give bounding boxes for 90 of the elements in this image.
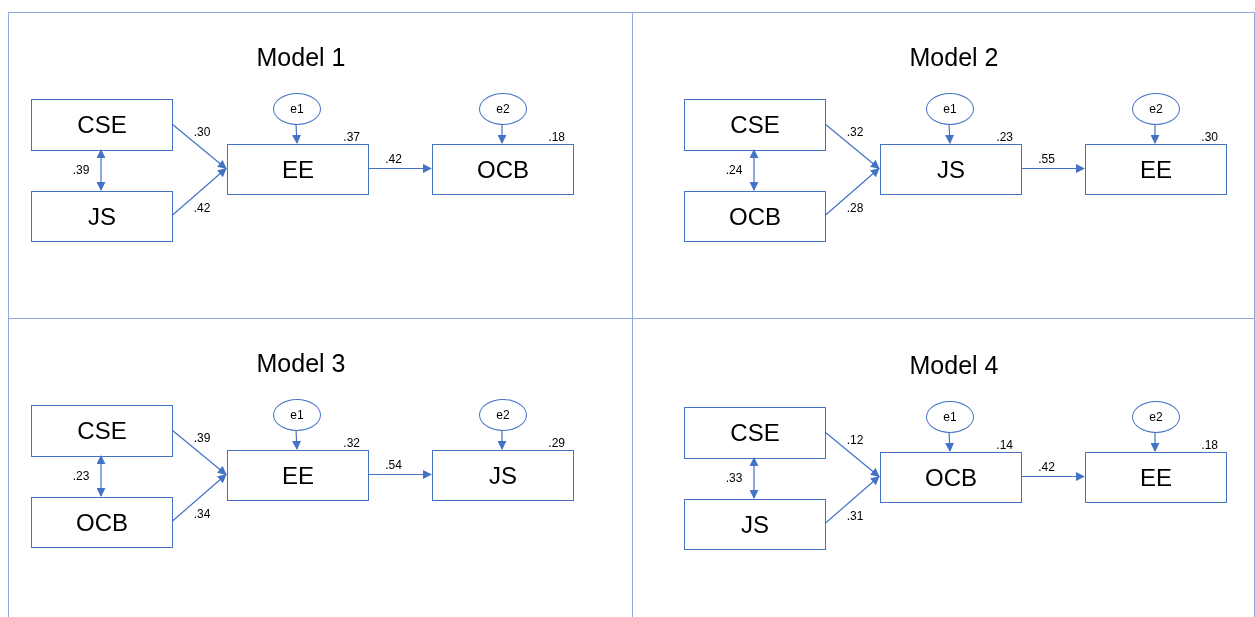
arrow [497,123,507,144]
arrow [1150,123,1160,144]
error-term-ellipse [1132,401,1180,433]
model-title: Model 4 [909,351,999,380]
arrow [824,431,880,478]
variable-box [31,99,173,151]
model-title: Model 3 [256,349,346,378]
variable-box [684,499,826,550]
edge-label: .23 [71,469,91,483]
error-term-ellipse [926,93,974,125]
arrow [292,123,302,144]
variable-box [31,191,173,242]
edge-label: .42 [192,201,212,215]
error-term-ellipse [273,399,321,431]
arrow [945,123,955,144]
variable-box [684,407,826,459]
variable-name: JS [741,510,769,539]
double-headed-arrow [96,149,106,191]
r-squared-value: .29 [548,436,565,450]
variable-box [684,191,826,242]
arrow [292,429,302,450]
variable-name: CSE [730,419,780,447]
model-panel [632,12,1255,319]
variable-name: CSE [730,111,780,139]
r-squared-value: .37 [343,130,360,144]
edge-label: .34 [192,507,212,521]
variable-name: CSE [77,111,127,139]
variable-name: OCB [925,463,977,492]
error-term-label: e2 [496,102,510,116]
variable-box [31,497,173,548]
double-headed-arrow [749,149,759,191]
error-term-ellipse [1132,93,1180,125]
arrow [367,164,432,173]
arrow [824,167,880,217]
error-term-label: e1 [290,408,304,422]
variable-name: EE [1140,155,1172,184]
arrow [367,470,432,479]
edge-label: .55 [1037,151,1056,166]
error-term-label: e1 [290,102,304,116]
model-title: Model 1 [256,43,346,72]
variable-name: EE [282,155,314,184]
double-headed-arrow [96,455,106,497]
arrow [171,429,227,476]
error-term-ellipse [479,93,527,125]
arrow [945,431,955,452]
variable-box [31,405,173,457]
variable-name: EE [1140,463,1172,492]
r-squared-value: .18 [1201,438,1218,452]
arrow [1020,472,1085,481]
variable-box [684,99,826,151]
edge-label: .54 [384,457,403,472]
arrow [824,123,880,170]
edge-label: .31 [845,509,865,523]
arrow [171,167,227,217]
arrow [1020,164,1085,173]
variable-name: OCB [477,155,529,184]
variable-name: JS [937,155,965,184]
r-squared-value: .14 [996,438,1013,452]
arrow [1150,431,1160,452]
error-term-label: e2 [1149,102,1163,116]
error-term-label: e2 [496,408,510,422]
edge-label: .24 [724,163,744,177]
double-headed-arrow [749,457,759,499]
error-term-ellipse [479,399,527,431]
r-squared-value: .23 [996,130,1013,144]
variable-name: OCB [76,508,128,537]
variable-name: JS [88,202,116,231]
arrow [171,123,227,170]
edge-label: .28 [845,201,865,215]
arrow [171,473,227,523]
error-term-ellipse [926,401,974,433]
edge-label: .33 [724,471,744,485]
variable-name: CSE [77,417,127,445]
arrow [497,429,507,450]
r-squared-value: .18 [548,130,565,144]
arrow [824,475,880,525]
variable-name: OCB [729,202,781,231]
r-squared-value: .32 [343,436,360,450]
edge-label: .39 [71,163,91,177]
variable-name: EE [282,461,314,490]
model-title: Model 2 [909,43,999,72]
error-term-label: e2 [1149,410,1163,424]
error-term-label: e1 [943,102,957,116]
variable-name: JS [489,461,517,490]
error-term-ellipse [273,93,321,125]
edge-label: .42 [384,151,403,166]
edge-label: .42 [1037,459,1056,474]
error-term-label: e1 [943,410,957,424]
model-panel [8,12,633,319]
r-squared-value: .30 [1201,130,1218,144]
